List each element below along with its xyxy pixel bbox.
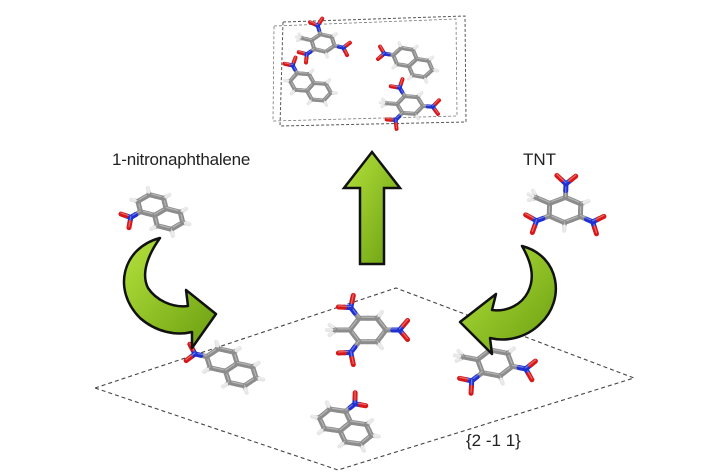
cell-molecule-naphthalene-right (376, 41, 440, 84)
plane-molecule-naphthalene-left (183, 339, 266, 395)
cell-molecule-naphthalene-left (282, 55, 338, 107)
cell-molecule-tnt-top (294, 16, 352, 65)
block-arrow-up-icon (341, 149, 403, 266)
plane-molecule-naphthalene-bottom (310, 390, 381, 453)
label-plane-index: {2 -1 1} (466, 431, 521, 450)
label-tnt: TNT (523, 150, 557, 169)
plane-molecule-tnt-center (324, 292, 411, 368)
crystal-plane (93, 287, 636, 471)
label-1-nitronaphthalene: 1-nitronaphthalene (112, 150, 251, 169)
molecule-tnt (523, 172, 607, 237)
cell-molecule-tnt-bottom (378, 77, 442, 131)
curved-arrow-clockwise-icon (122, 236, 218, 350)
unit-cell-box (279, 15, 467, 127)
unit-cell-box-back (272, 18, 458, 122)
curved-arrow-counterclockwise-icon (458, 244, 557, 356)
molecule-1-nitronaphthalene (118, 185, 192, 238)
